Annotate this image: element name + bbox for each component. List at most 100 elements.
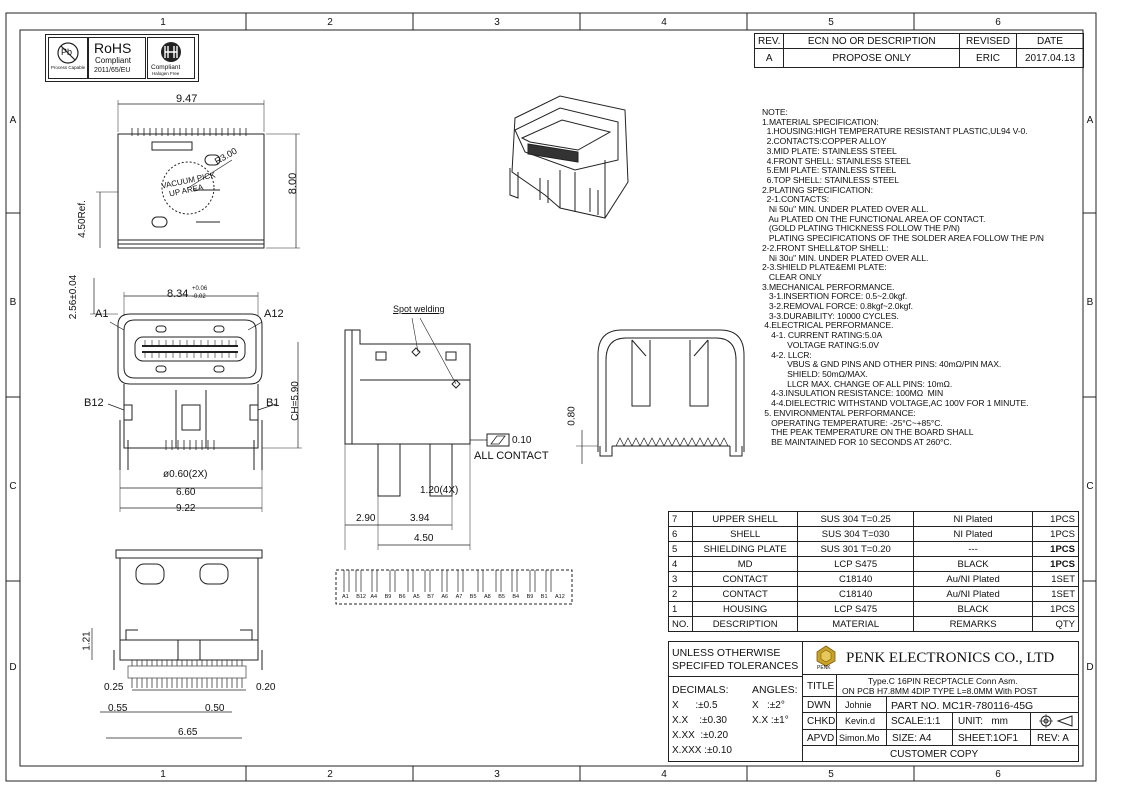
unit-value: UNIT: mm: [958, 716, 1008, 727]
dwn-name: Johnie: [845, 700, 872, 710]
note-line: Ni 30u" MIN. UNDER PLATED OVER ALL.: [762, 252, 929, 263]
note-line: BE MAINTAINED FOR 10 SECONDS AT 260°C.: [762, 436, 952, 447]
title-label: TITLE: [807, 681, 835, 692]
note-line: 2.PLATING SPECIFICATION:: [762, 184, 873, 195]
note-line: THE PEAK TEMPERATURE ON THE BOARD SHALL: [762, 427, 974, 438]
note-line: 3.MECHANICAL PERFORMANCE.: [762, 281, 895, 292]
note-line: 3.MID PLATE: STAINLESS STEEL: [762, 145, 897, 156]
dim-080: 0.80: [566, 406, 578, 426]
note-line: 4.ELECTRICAL PERFORMANCE.: [762, 320, 894, 331]
all-contact-label: ALL CONTACT: [474, 450, 549, 462]
dim-020: 0.20: [256, 682, 276, 693]
dim-050: 0.50: [205, 703, 225, 714]
bom-cell: SUS 304 T=030: [797, 526, 914, 542]
ang-x: X :±2°: [752, 700, 785, 711]
zone-row-b-right: B: [1086, 297, 1094, 308]
flatness-value: 0.10: [512, 435, 532, 446]
pin-label: B1: [540, 594, 548, 600]
note-line: 2.CONTACTS:COPPER ALLOY: [762, 136, 887, 147]
customer-copy: CUSTOMER COPY: [890, 749, 979, 760]
note-line: (GOLD PLATING THICKNESS FOLLOW THE P/N): [762, 223, 960, 234]
bom-cell: 2: [668, 586, 693, 602]
note-line: 1.HOUSING:HIGH TEMPERATURE RESISTANT PLA…: [762, 126, 1028, 137]
dwn-label: DWN: [807, 700, 831, 711]
label-a12: A12: [264, 308, 284, 320]
bom-cell: MATERIAL: [797, 616, 914, 632]
apvd-name: Simon.Mo: [839, 733, 880, 743]
date-value: 2017.04.13: [1016, 48, 1084, 68]
dim-394: 3.94: [410, 513, 430, 524]
note-line: PLATING SPECIFICATIONS OF THE SOLDER ARE…: [762, 233, 1044, 244]
bom-cell: 1PCS: [1032, 541, 1079, 557]
apvd-label: APVD: [807, 733, 835, 744]
tb-divider: [668, 676, 802, 677]
pb-text: Pb: [61, 47, 73, 57]
part-number: PART NO. MC1R-780116-45G: [891, 700, 1034, 712]
bom-cell: 1PCS: [1032, 601, 1079, 617]
note-line: NOTE:: [762, 107, 788, 117]
tb-divider: [802, 641, 803, 762]
notes-block: NOTE:1.MATERIAL SPECIFICATION: 1.HOUSING…: [762, 107, 1044, 448]
note-line: 2-1.CONTACTS:: [762, 194, 830, 205]
pin-strip-detail: [335, 569, 573, 605]
note-line: 6.TOP SHELL: STAINLESS STEEL: [762, 174, 899, 185]
dim-055: 0.55: [108, 703, 128, 714]
zone-col-4-bottom: 4: [661, 769, 667, 780]
dim-front-tol-plus: +0.06: [192, 286, 208, 292]
dim-pin-width: 1.20(4X): [420, 485, 459, 496]
zone-col-6-bottom: 6: [995, 769, 1001, 780]
note-line: 3-3.DURABILITY: 10000 CYCLES.: [762, 310, 899, 321]
pin-label: B5: [498, 594, 505, 600]
tolerance-heading-1: UNLESS OTHERWISE: [672, 647, 781, 659]
dim-121: 1.21: [81, 631, 93, 651]
title-line1: Type.C 16PIN RECPTACLE Conn Asm.: [868, 676, 1018, 686]
halogen-free-badge: Compliant Halogen Free: [147, 37, 195, 79]
bom-cell: SHELL: [691, 526, 799, 542]
pin-label: B5: [469, 594, 477, 600]
rev-value: A: [753, 48, 785, 68]
bom-cell: ---: [912, 541, 1034, 557]
tb-divider: [1030, 712, 1031, 745]
note-line: OPERATING TEMPERATURE: -25°C~+85°C.: [762, 417, 943, 428]
tolerance-heading-2: SPECIFED TOLERANCES: [672, 660, 799, 672]
note-line: SHIELD: 50mΩ/MAX.: [762, 368, 868, 379]
zone-row-d-right: D: [1086, 662, 1094, 673]
dim-665: 6.65: [178, 727, 198, 738]
dim-top-height: 8.00: [287, 172, 300, 195]
note-line: 3-1.INSERTION FORCE: 0.5~2.0kgf.: [762, 291, 908, 302]
isometric-view: [509, 95, 629, 219]
note-line: Au PLATED ON THE FUNCTIONAL AREA OF CONT…: [762, 213, 986, 224]
pin-label: A6: [441, 594, 449, 600]
note-line: 2-3.SHIELD PLATE&EMI PLATE:: [762, 262, 887, 273]
bom-cell: LCP S475: [797, 601, 914, 617]
bom-cell: Au/NI Plated: [912, 586, 1034, 602]
decimals-label: DECIMALS:: [672, 684, 729, 696]
sheet-value: SHEET:1OF1: [958, 733, 1019, 744]
tol-xx: X.X :±0.30: [672, 715, 727, 726]
bom-cell: NI Plated: [912, 526, 1034, 542]
pin-label: B4: [512, 594, 520, 600]
bom-cell: 7: [668, 511, 693, 527]
dim-top-width: 9.47: [176, 93, 198, 105]
zone-row-c: C: [9, 481, 17, 492]
tb-divider: [836, 674, 837, 745]
bom-cell: 1PCS: [1032, 526, 1079, 542]
tol-x: X :±0.5: [672, 700, 718, 711]
pin-label: B9: [526, 594, 534, 600]
pin-label: A5: [413, 594, 420, 600]
zone-col-5: 5: [828, 17, 834, 28]
note-line: 1.MATERIAL SPECIFICATION:: [762, 116, 879, 127]
zone-col-4: 4: [661, 17, 667, 28]
tb-divider: [952, 712, 953, 745]
bom-cell: SUS 304 T=0.25: [797, 511, 914, 527]
pin-label: B9: [384, 594, 392, 600]
bottom-view: [91, 549, 263, 739]
bom-cell: HOUSING: [691, 601, 799, 617]
angles-label: ANGLES:: [752, 684, 798, 696]
note-line: 4-3.INSULATION RESISTANCE: 100MΩ MIN: [762, 388, 944, 399]
